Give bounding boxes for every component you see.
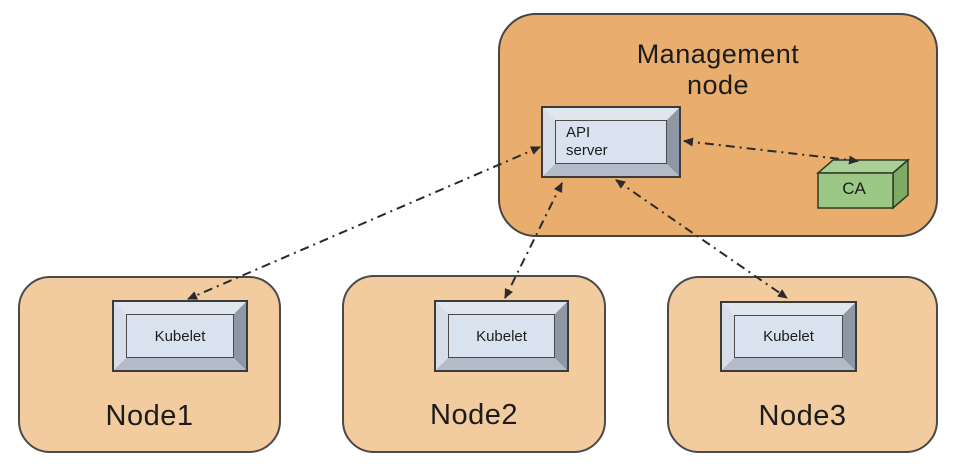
kubelet2-label: Kubelet <box>476 327 527 345</box>
kubelet1-face: Kubelet <box>126 314 234 358</box>
management-node-title: Management node <box>636 39 800 100</box>
api-server-label: API server <box>566 124 608 159</box>
kubelet2-face: Kubelet <box>448 314 555 358</box>
kubelet3-face: Kubelet <box>734 315 843 358</box>
ca-label: CA <box>842 179 866 198</box>
kubelet-box-node1: Kubelet <box>112 300 248 372</box>
node1-label: Node1 <box>105 400 194 432</box>
kubelet3-label: Kubelet <box>763 328 814 345</box>
node2-label: Node2 <box>430 399 518 431</box>
kubelet1-label: Kubelet <box>154 327 206 345</box>
api-server-bevel: API server <box>543 108 679 176</box>
api-server-box: API server <box>541 106 681 178</box>
kubelet1-bevel: Kubelet <box>114 302 246 370</box>
kubelet3-bevel: Kubelet <box>722 303 855 370</box>
api-server-face: API server <box>555 120 667 164</box>
kubelet-box-node3: Kubelet <box>720 301 857 372</box>
node3-label: Node3 <box>758 400 847 432</box>
kubelet-box-node2: Kubelet <box>434 300 569 372</box>
kubelet2-bevel: Kubelet <box>436 302 567 370</box>
